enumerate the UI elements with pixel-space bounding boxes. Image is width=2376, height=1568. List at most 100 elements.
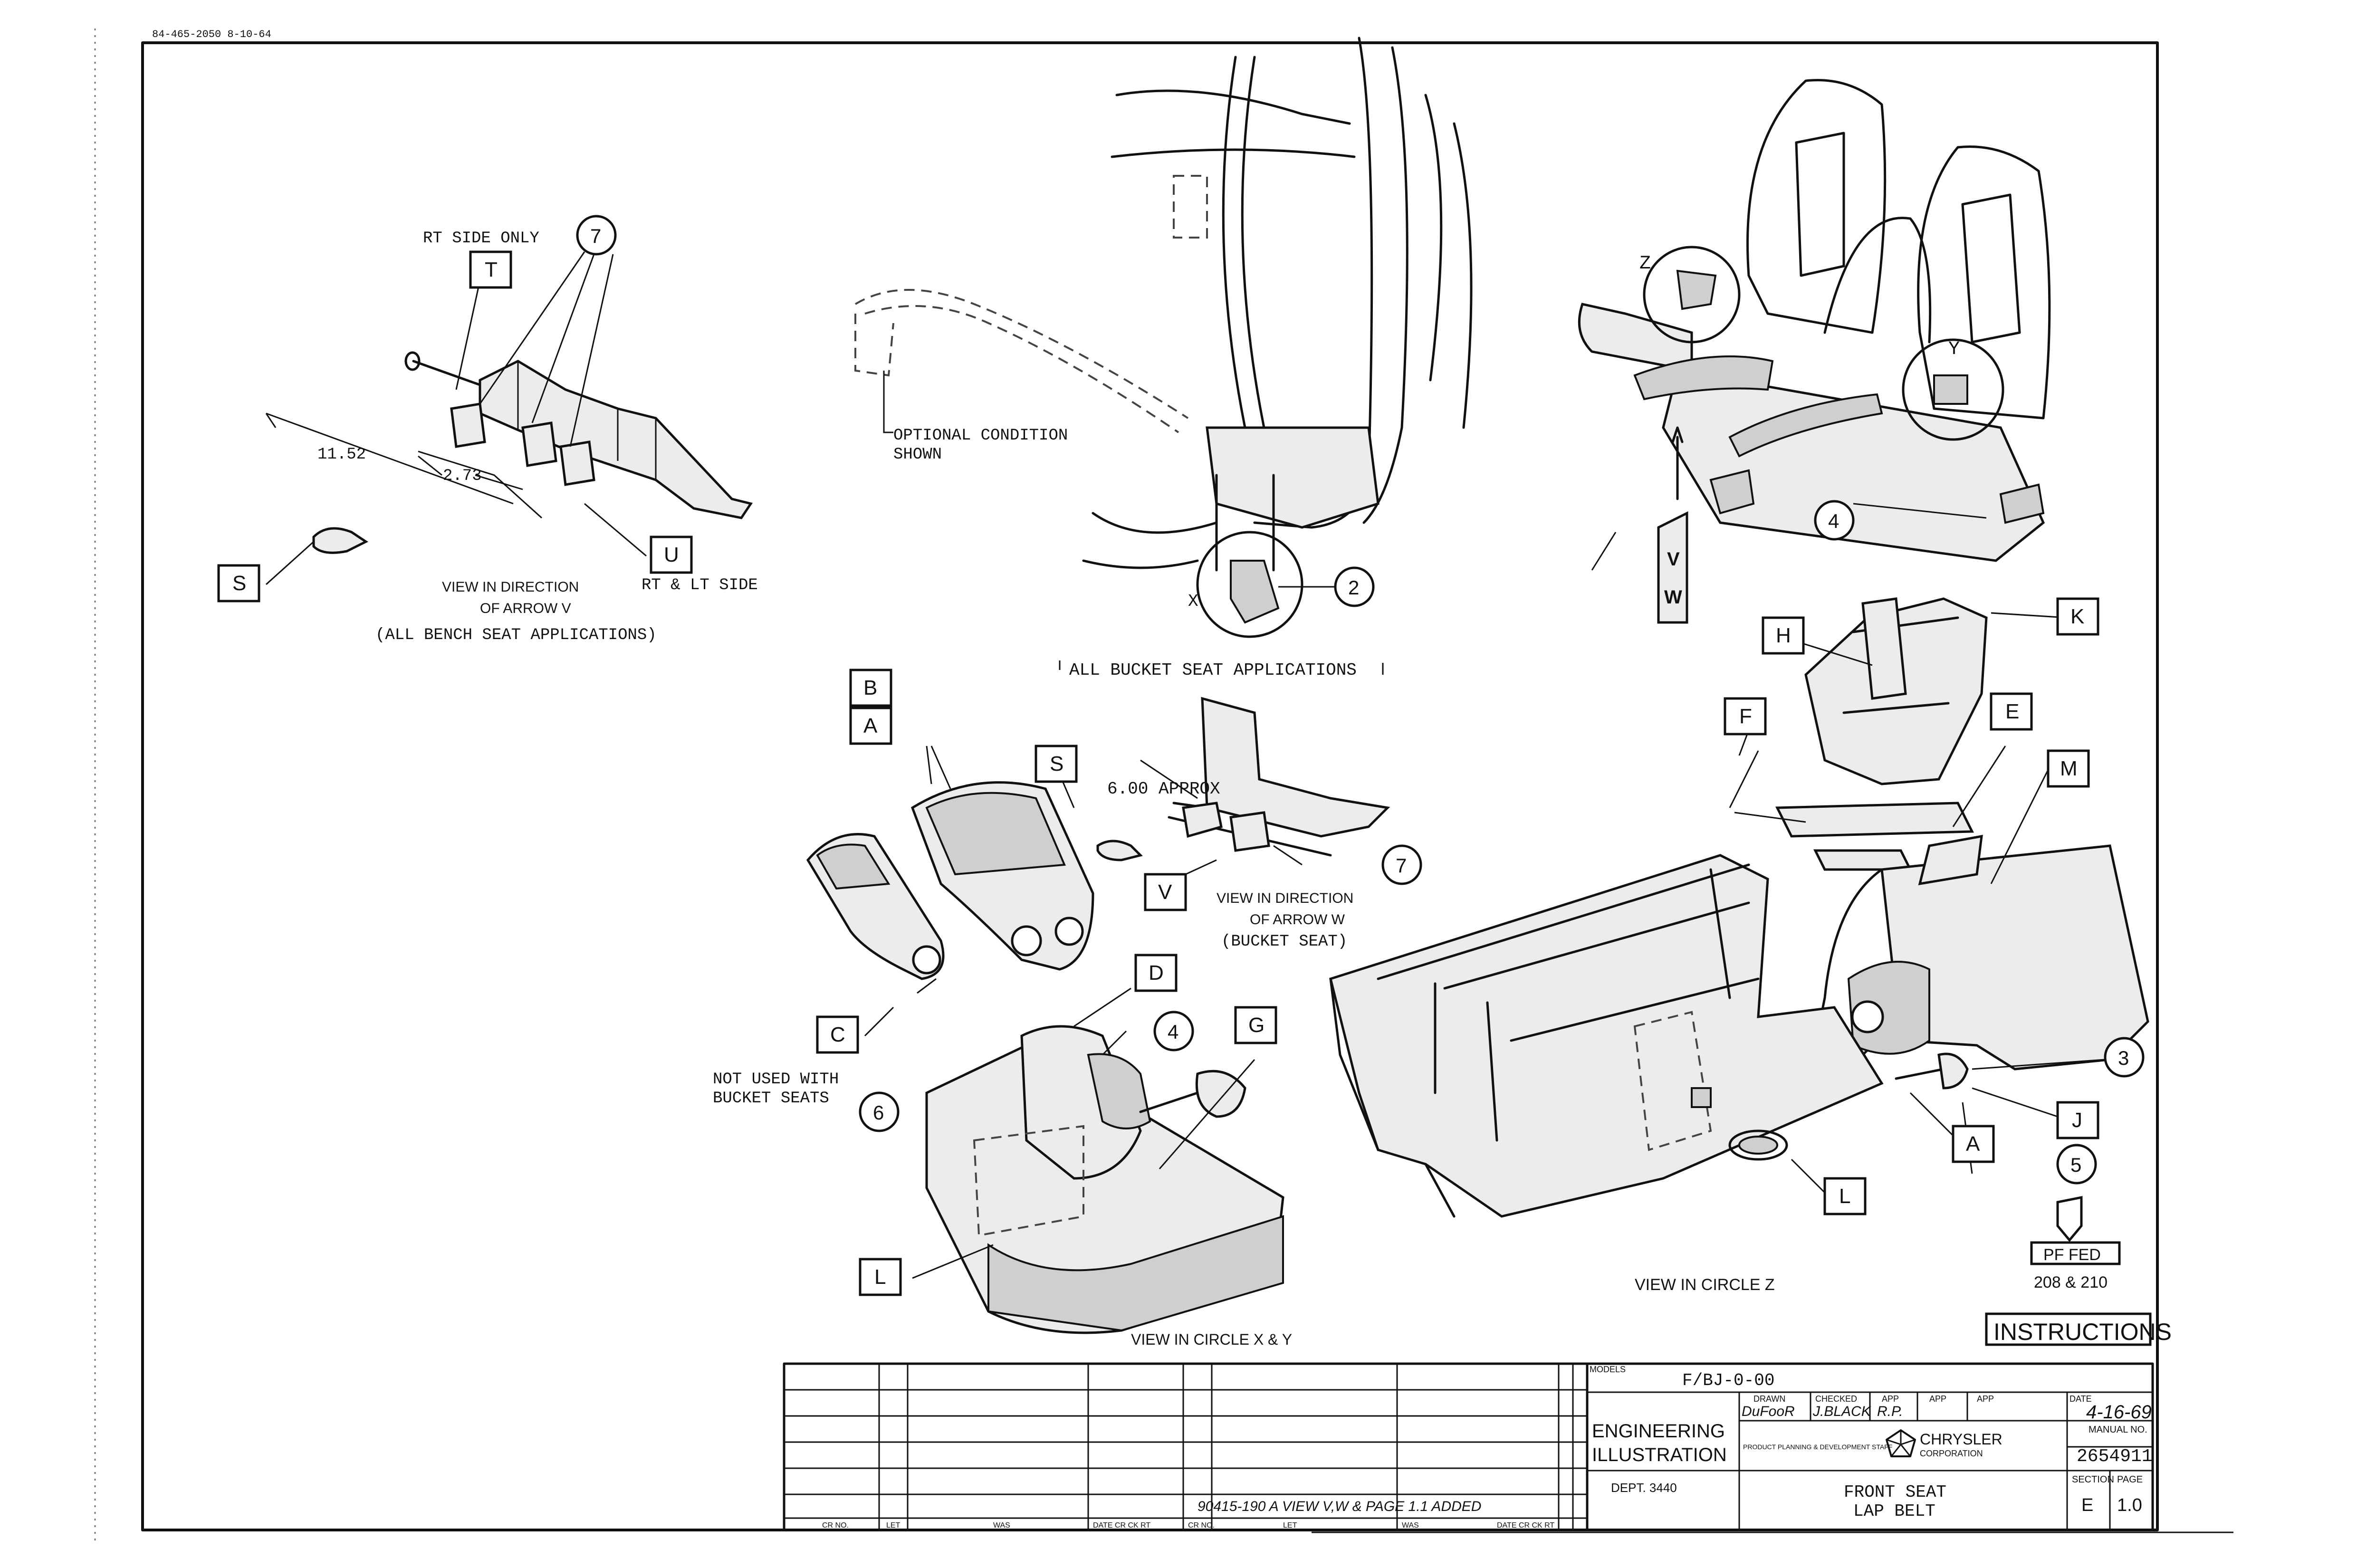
retractor-assembly [1729, 597, 2149, 1090]
optional-condition-2: SHOWN [893, 446, 942, 464]
bench-view-caption-2: OF ARROW V [480, 601, 571, 616]
callout-M: M [2060, 757, 2078, 780]
callout-K: K [2070, 605, 2084, 628]
not-used-label-2: BUCKET SEATS [713, 1090, 829, 1108]
dimension-11-52: 11.52 [317, 446, 366, 464]
app1-label: APP [1882, 1394, 1899, 1404]
rev-col-let-1: LET [886, 1521, 901, 1530]
drawing-code: 84-465-2050 8-10-64 [152, 29, 271, 40]
bench-view-caption-1: VIEW IN DIRECTION [442, 579, 579, 595]
arrow-v-label: V [1667, 549, 1680, 570]
drawn-value: DuFooR [1742, 1404, 1795, 1419]
app2-label: APP [1929, 1394, 1946, 1404]
arrow-w-label: W [1664, 587, 1682, 608]
company-name: CHRYSLER [1920, 1431, 2002, 1448]
z-view-caption: VIEW IN CIRCLE Z [1635, 1276, 1775, 1294]
callout-T: T [485, 258, 498, 281]
not-used-label-1: NOT USED WITH [713, 1071, 839, 1089]
callout-A-floor: A [1966, 1132, 1980, 1156]
illustration-label: ILLUSTRATION [1592, 1444, 1727, 1465]
circle-label-z: Z [1639, 253, 1651, 275]
bench-seat-bracket-view [265, 351, 753, 554]
section-label: SECTION [2072, 1474, 2114, 1485]
xy-view-caption: VIEW IN CIRCLE X & Y [1131, 1331, 1292, 1348]
callout-circles [576, 215, 2145, 1185]
rev-col-was-2: WAS [1402, 1521, 1419, 1530]
circle-label-x: X [1188, 592, 1198, 611]
pf-fed-box [2030, 1241, 2121, 1265]
callout-J: J [2072, 1109, 2082, 1132]
callout-S-bench: S [232, 572, 246, 595]
callout-D: D [1149, 961, 1164, 985]
callout-U: U [664, 543, 679, 566]
callout-circle-labels: 7 2 7 4 6 4 3 5 [590, 225, 2129, 1176]
app1-value: R.P. [1877, 1404, 1903, 1419]
dimension-2-73: 2.73 [443, 467, 482, 485]
floor-pan-view-z [1329, 854, 1884, 1218]
rt-lt-side-label: RT & LT SIDE [642, 576, 758, 594]
callout-A-buckle: A [863, 714, 878, 737]
date-label: DATE [2069, 1394, 2092, 1404]
callout-S-bracket: S [1050, 752, 1063, 775]
bracket-view-caption-2: OF ARROW W [1250, 912, 1345, 927]
company-corporation: CORPORATION [1920, 1449, 1983, 1458]
revision-column-headers: CR NO. LET WAS DATE CR CK RT CR NO. LET … [822, 1521, 1554, 1530]
manual-value: 2654911 [2077, 1446, 2153, 1467]
manual-label: MANUAL NO. [2089, 1425, 2147, 1435]
callout-L-buckle: L [874, 1265, 886, 1289]
rev-col-cr-no-2: CR NO. [1188, 1521, 1215, 1530]
rev-col-date-1: DATE CR CK RT [1093, 1521, 1150, 1530]
bench-seat-perspective [1578, 79, 2051, 571]
callout-4-seat: 4 [1828, 510, 1839, 532]
callout-G: G [1248, 1013, 1265, 1037]
callout-2: 2 [1348, 576, 1359, 599]
circle-label-y: Y [1948, 339, 1960, 360]
callout-L-floor: L [1839, 1185, 1850, 1208]
buckle-view-xy [806, 781, 1284, 1334]
callout-7-bracket: 7 [1396, 854, 1407, 877]
rev-col-was-1: WAS [993, 1521, 1010, 1530]
instructions-title: INSTRUCTIONS [1993, 1319, 2172, 1345]
approx-dimension: 6.00 APPROX [1107, 779, 1220, 799]
date-value: 4-16-69 [2086, 1402, 2152, 1423]
rev-col-cr-no-1: CR NO. [822, 1521, 849, 1530]
bench-view-caption-3: (ALL BENCH SEAT APPLICATIONS) [375, 626, 657, 644]
bracket-view-caption-3: (BUCKET SEAT) [1221, 933, 1347, 951]
models-value: F/BJ-0-00 [1682, 1371, 1774, 1390]
callout-4-buckle: 4 [1168, 1021, 1178, 1043]
rev-col-let-2: LET [1283, 1521, 1297, 1530]
rev-col-date-2: DATE CR CK RT [1497, 1521, 1554, 1530]
callout-boxes [217, 250, 2099, 1296]
pf-fed-label: PF FED [2043, 1246, 2101, 1264]
models-label: MODELS [1590, 1365, 1626, 1374]
callout-5: 5 [2070, 1154, 2081, 1176]
bucket-view-caption: ALL BUCKET SEAT APPLICATIONS [1069, 660, 1357, 680]
revision-note: 90415-190 A VIEW V,W & PAGE 1.1 ADDED [1198, 1499, 1481, 1514]
chrysler-pentastar-icon [1886, 1429, 1916, 1457]
callout-F: F [1739, 705, 1752, 728]
rt-side-only-label: RT SIDE ONLY [423, 229, 539, 248]
callout-V: V [1158, 880, 1172, 904]
optional-condition-1: OPTIONAL CONDITION [893, 427, 1068, 445]
callout-B: B [863, 676, 877, 699]
staff-label: PRODUCT PLANNING & DEVELOPMENT STAFF [1743, 1443, 1892, 1451]
callout-7-bench: 7 [590, 225, 601, 247]
callout-3: 3 [2118, 1047, 2129, 1069]
checked-label: CHECKED [1815, 1394, 1857, 1404]
page-label: PAGE [2117, 1474, 2143, 1485]
callout-H: H [1776, 624, 1791, 647]
engineering-label: ENGINEERING [1592, 1421, 1725, 1442]
bracket-view-w [1096, 697, 1390, 861]
dept-label: DEPT. 3440 [1611, 1481, 1677, 1495]
pf-fed-models: 208 & 210 [2034, 1273, 2108, 1291]
callout-6: 6 [873, 1101, 884, 1124]
title-block [783, 1312, 2154, 1531]
drawing-title-2: LAP BELT [1853, 1501, 1935, 1521]
bracket-view-caption-1: VIEW IN DIRECTION [1217, 890, 1353, 906]
callout-box-labels: T U S B A S C D V G L H F E K M J A L [232, 258, 2084, 1289]
callout-leaders [864, 586, 2106, 1279]
callout-E: E [2005, 700, 2019, 723]
callout-C: C [830, 1023, 845, 1046]
bucket-seat-view [854, 37, 1688, 638]
